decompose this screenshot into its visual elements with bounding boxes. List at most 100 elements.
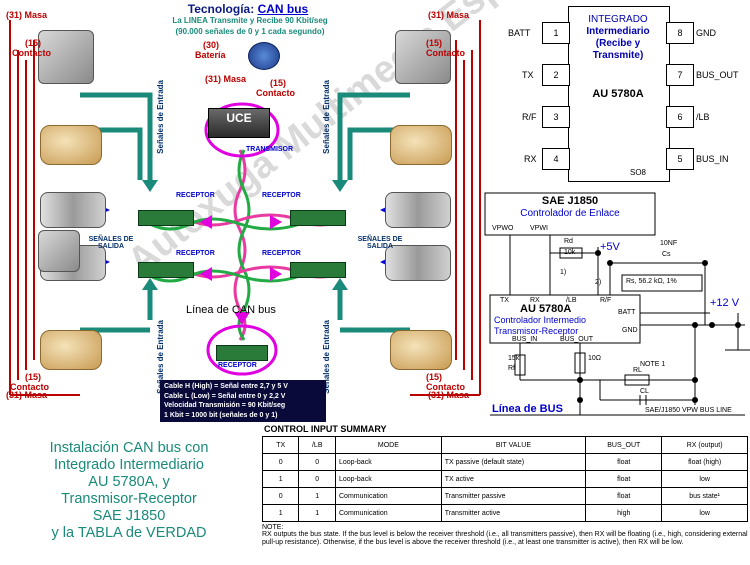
table-row: 0 0 Loop-back TX passive (default state)… (261, 453, 748, 471)
table-cell: Loop-back (335, 470, 442, 488)
pin-right-7-name: BUS_OUT (696, 70, 739, 80)
transmisor-label: TRANSMISOR (246, 146, 294, 153)
cap-10nf: 10NF (660, 240, 678, 247)
table-row: 1 1 Communication Transmitter active hig… (261, 504, 748, 522)
table-cell: Loop-back (335, 453, 442, 471)
rd-val: 10k (564, 249, 576, 256)
table-header: /LB (298, 436, 336, 454)
line-speed-2: (90.000 señales de 0 y 1 cada segundo) (175, 27, 325, 36)
caption-4: Transmisor-Receptor (61, 491, 197, 507)
senales-salida-left-2: SALIDA (97, 243, 125, 250)
rd: Rd (564, 238, 573, 245)
pin-right-5-num: 5 (666, 148, 694, 170)
tech-value: CAN bus (257, 2, 309, 16)
table-header: RX (output) (661, 436, 748, 454)
masa-top-left: (31) Masa (6, 10, 48, 20)
au-sub2: Transmisor-Receptor (494, 326, 579, 336)
pin-gnd: GND (622, 327, 638, 334)
caption-1: Instalación CAN bus con (49, 440, 209, 456)
bateria-word: Batería (195, 50, 226, 60)
receptor-label-4: RECEPTOR (262, 250, 301, 257)
pin-rf: R/F (600, 297, 612, 304)
note-1: 1) (560, 269, 567, 276)
cable-info-4: 1 Kbit = 1000 bit (señales de 0 y 1) (164, 411, 278, 419)
table-header: BIT VALUE (440, 436, 587, 454)
senales-entrada-tr: Señales de Entrada (322, 80, 331, 154)
chip-title-1: INTEGRADO (588, 14, 648, 25)
table-cell: float (585, 487, 663, 505)
r10: 10Ω (588, 355, 602, 362)
plus12v: +12 V (710, 297, 740, 309)
senales-salida-right: SEÑALES DE SALIDA (355, 236, 405, 250)
pin-right-6-num: 6 (666, 106, 694, 128)
contacto-num-bottom-right: (15) (426, 372, 443, 382)
chip-title-3: (Recibe y (595, 38, 641, 49)
table-note-label: NOTE: (262, 524, 284, 531)
pin-right-8-name: GND (696, 28, 716, 38)
table-row: 0 1 Communication Transmitter passive fl… (261, 487, 748, 505)
caption-3: AU 5780A, y (88, 474, 170, 490)
senales-salida-left: SEÑALES DE SALIDA (86, 236, 136, 250)
table-cell: 1 (298, 487, 336, 505)
tech-label: Tecnología: (187, 2, 255, 16)
chip-package: SO8 (630, 168, 647, 177)
caption: Instalación CAN bus con Integrado Interm… (6, 440, 252, 542)
table-cell: Transmitter active (440, 504, 587, 522)
receptor-label-2: RECEPTOR (262, 192, 301, 199)
masa-bottom-right: (31) Masa (428, 390, 470, 400)
receptor-label-3: RECEPTOR (176, 250, 215, 257)
table-cell: 1 (298, 504, 336, 522)
receptor-board-4 (290, 262, 346, 278)
truth-table: TX /LB MODE BIT VALUE BUS_OUT RX (output… (261, 436, 748, 522)
receptor-board-3 (138, 262, 194, 278)
table-header: MODE (335, 436, 442, 454)
table-cell: 1 (261, 504, 300, 522)
r15k: 15k (508, 355, 520, 362)
contacto-word-bottom-right: Contacto (426, 382, 465, 392)
rl: RL (633, 367, 642, 374)
rf: Rf (508, 365, 515, 372)
cable-info-2: Cable L (Low) = Señal entre 0 y 2,2 V (164, 392, 286, 400)
table-cell: float (585, 470, 663, 488)
pin-left-4-name: RX (524, 154, 537, 164)
table-cell: Communication (335, 504, 442, 522)
senales-salida-right-1: SEÑALES DE (357, 236, 403, 243)
pin-left-1-num: 1 (542, 22, 570, 44)
door-lock-actuator-left-mid (38, 230, 80, 272)
chip-title: INTEGRADO Intermediario (Recibe y Transm… (568, 14, 668, 62)
receptor-board-bottom (216, 345, 268, 361)
receptor-board-1 (138, 210, 194, 226)
masa-top-right: (31) Masa (428, 10, 470, 20)
contacto-num-left: (15) (25, 38, 42, 48)
pin-right-8-num: 8 (666, 22, 694, 44)
table-cell: TX active (440, 470, 587, 488)
table-title: CONTROL INPUT SUMMARY (264, 424, 387, 434)
chip-title-2: Intermediario (586, 26, 650, 37)
rs: Rs, 56.2 kΩ, 1% (626, 278, 677, 285)
table-cell: float (high) (661, 453, 748, 471)
note1-label: NOTE 1 (640, 361, 666, 368)
uce-module: UCE (208, 108, 270, 138)
line-speed-1: La LINEA Transmite y Recibe 90 Kbit/seg (172, 16, 328, 25)
note-2: 2) (595, 279, 602, 286)
door-handle-right-lower (390, 330, 452, 370)
senales-salida-right-2: SALIDA (366, 243, 394, 250)
linea-bus: Línea de BUS (492, 403, 563, 415)
pin-left-3-name: R/F (522, 112, 537, 122)
pin-left-2-num: 2 (542, 64, 570, 86)
window-motor-right-2 (385, 245, 451, 281)
contacto-word-bottom-left: Contacto (10, 382, 49, 392)
door-handle-left-lower (40, 330, 102, 370)
contacto-num-center: (15) (270, 78, 287, 88)
table-cell: 0 (261, 453, 300, 471)
senales-entrada-tl: Señales de Entrada (156, 80, 165, 154)
pin-batt: BATT (618, 309, 636, 316)
window-motor-right-1 (385, 192, 451, 228)
circuit-schematic (484, 192, 750, 416)
chip-title-4: Transmite) (592, 50, 644, 61)
chip-pinout: INTEGRADO Intermediario (Recibe y Transm… (490, 0, 750, 185)
contacto-num-right: (15) (426, 38, 443, 48)
caption-2: Integrado Intermediario (54, 457, 204, 473)
door-lock-actuator-top-left (38, 30, 94, 84)
linea-can-label: Línea de CAN bus (186, 304, 276, 316)
